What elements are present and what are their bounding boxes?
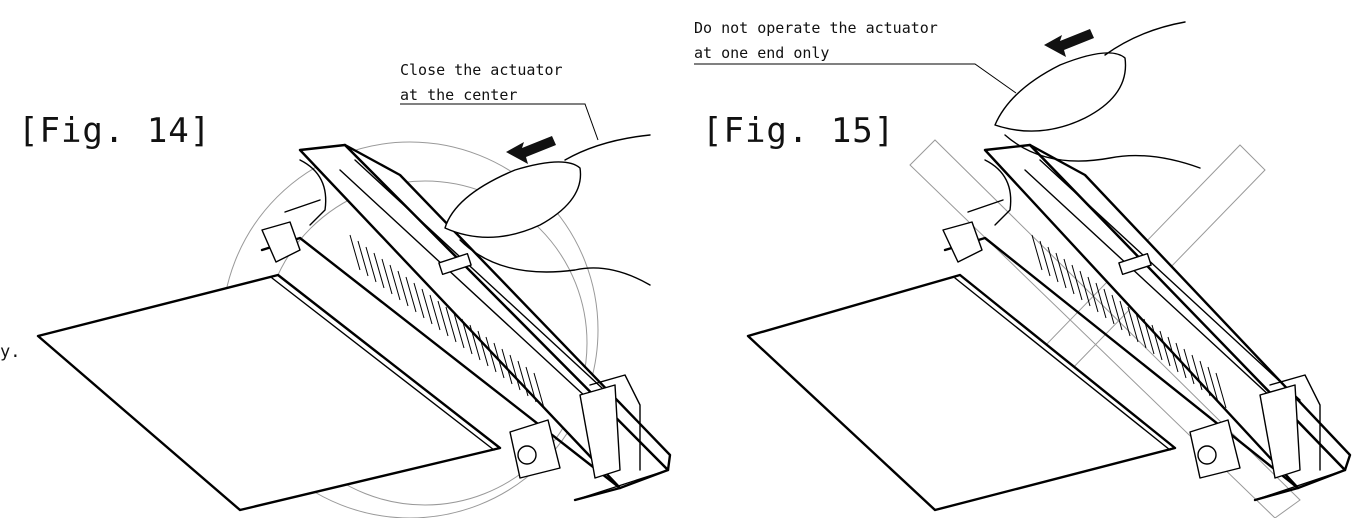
fig15-note-line2: at one end only bbox=[694, 44, 829, 62]
edge-text-fragment: y. bbox=[0, 342, 20, 362]
figure-15: [Fig. 15] Do not operate the actuator at… bbox=[694, 19, 1352, 518]
fig14-fpc-edge bbox=[271, 277, 495, 451]
fig15-callout: Do not operate the actuator at one end o… bbox=[694, 19, 1017, 94]
fig15-contact-pins bbox=[1031, 234, 1227, 409]
fig15-fpc-edge bbox=[954, 277, 1171, 451]
fig15-connector bbox=[942, 143, 1352, 502]
fig14-finger-icon bbox=[444, 134, 651, 286]
fig14-callout: Close the actuator at the center bbox=[400, 61, 599, 141]
fig14-leader-line bbox=[400, 103, 599, 141]
fig14-fpc-sheet bbox=[36, 273, 502, 512]
fig14-label: [Fig. 14] bbox=[18, 111, 211, 151]
fig15-finger-icon bbox=[994, 21, 1201, 169]
fig15-note-line1: Do not operate the actuator bbox=[694, 19, 938, 37]
fig14-note-line1: Close the actuator bbox=[400, 61, 563, 79]
fig14-arrow-icon bbox=[506, 136, 556, 164]
fig15-leader-line bbox=[694, 63, 1017, 94]
fig14-note-line2: at the center bbox=[400, 86, 517, 104]
fig15-arrow-icon bbox=[1044, 29, 1094, 57]
fig14-contact-pins bbox=[349, 234, 545, 409]
figure-14: [Fig. 14] Close the actuator at the cent… bbox=[18, 61, 672, 518]
fig14-connector bbox=[260, 143, 672, 502]
fig15-label: [Fig. 15] bbox=[702, 111, 895, 151]
fig15-fpc-sheet bbox=[746, 273, 1177, 512]
